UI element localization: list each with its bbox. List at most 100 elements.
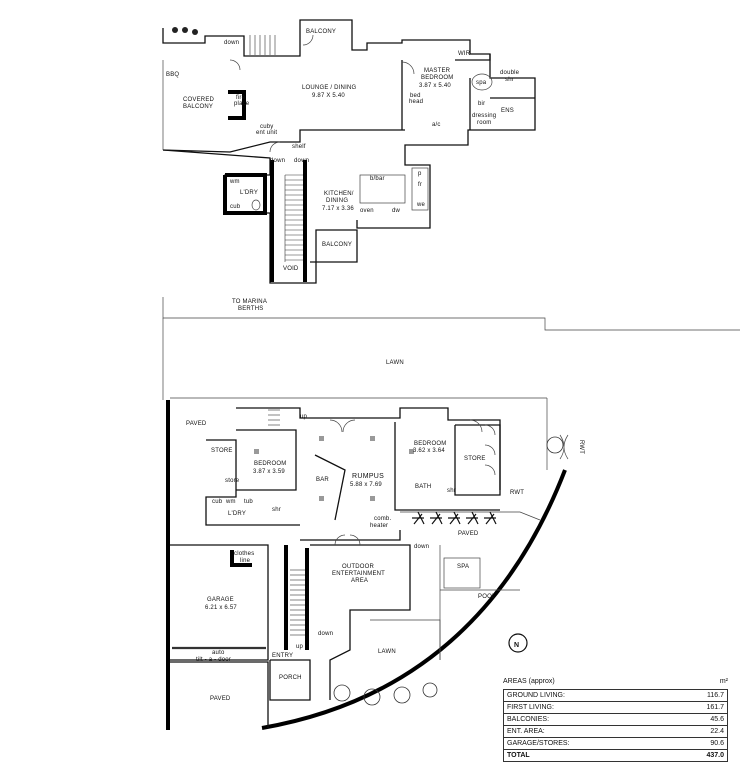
marina-label-2: BERTHS <box>238 306 263 312</box>
oven-label: oven <box>360 208 374 214</box>
door-arc <box>484 444 496 476</box>
areas-row: TOTAL 437.0 <box>504 750 727 761</box>
areas-row-value: 437.0 <box>706 752 724 759</box>
left-bedroom-walls <box>236 429 297 491</box>
upper-outer-wall <box>162 19 536 229</box>
auto-label: auto <box>212 650 225 656</box>
dw-label: dw <box>392 208 401 214</box>
lower-cub-label: cub <box>212 499 223 505</box>
areas-row-value: 45.6 <box>710 716 724 723</box>
north-compass: N <box>508 633 528 653</box>
lounge-label: LOUNGE / DINING <box>302 85 356 91</box>
bedroom-left-dimension: 3.87 x 3.59 <box>253 469 285 475</box>
upper-balcony-bottom-label: BALCONY <box>322 242 352 248</box>
areas-row-label: TOTAL <box>507 752 530 759</box>
bar-counter <box>314 454 346 521</box>
areas-row: BALCONIES:45.6 <box>504 714 727 726</box>
rumpus-label: RUMPUS <box>352 473 384 480</box>
lower-stairs <box>268 409 305 636</box>
master-dimension: 3.87 x 5.40 <box>419 83 451 89</box>
shelf-label: shelf <box>292 144 306 150</box>
bbq-label: BBQ <box>166 72 179 78</box>
door-arc <box>269 141 281 153</box>
entertainment-label: ENTERTAINMENT <box>332 571 385 577</box>
wir-label: WIR <box>458 51 471 57</box>
rwt-right-label: RWT <box>578 440 584 454</box>
comb-heater-label-2: heater <box>370 523 388 529</box>
areas-row-label: GROUND LIVING: <box>507 692 565 699</box>
kitchen-island <box>359 174 406 204</box>
store-right-label: STORE <box>464 456 486 462</box>
clothes-line <box>230 550 252 567</box>
fireplace-walls <box>228 90 246 120</box>
site-boundary-curve <box>166 400 567 730</box>
areas-row-label: GARAGE/STORES: <box>507 740 570 747</box>
tilt-door-label: tilt - a - door <box>196 657 231 663</box>
lower-wm-label: wm <box>225 499 236 505</box>
void-label: VOID <box>283 266 299 272</box>
clothes-line-label: clothes <box>234 551 254 557</box>
pool-label: POOL <box>478 594 496 600</box>
double-door-arc <box>329 419 356 433</box>
bed-head-label-2: head <box>409 99 423 105</box>
store-small-label: store <box>225 478 240 484</box>
covered-balcony-label-2: BALCONY <box>183 104 213 110</box>
fireplace-label-2: place <box>234 101 250 107</box>
house-top-wall <box>236 407 501 490</box>
upper-floor-plan: BALCONY LOUNGE / DINING 9.87 X 5.40 MAST… <box>162 19 536 284</box>
cuby-label: cuby <box>260 124 273 130</box>
spa-tub <box>471 73 493 91</box>
we-label: we <box>416 202 426 208</box>
areas-row-value: 161.7 <box>706 704 724 711</box>
areas-row: ENT. AREA:22.4 <box>504 726 727 738</box>
porch-label: PORCH <box>279 675 302 681</box>
ens-label: ENS <box>501 108 514 114</box>
master-label: MASTER <box>424 68 451 74</box>
garage-dimension: 6.21 x 6.57 <box>205 605 237 611</box>
dressing-label-2: room <box>477 120 491 126</box>
areas-row-label: ENT. AREA: <box>507 728 545 735</box>
gate-arc <box>559 434 569 460</box>
bbar-label: b/bar <box>370 176 385 182</box>
areas-row-label: FIRST LIVING: <box>507 704 554 711</box>
door-arc <box>229 59 241 71</box>
bar-label: BAR <box>316 477 329 483</box>
entry-box <box>269 659 311 701</box>
upper-balcony-top-label: BALCONY <box>306 29 336 35</box>
ac-label: a/c <box>432 122 441 128</box>
palm-plants <box>412 511 497 525</box>
outdoor-door-arc <box>334 534 361 546</box>
upper-down-label-3: down <box>294 158 309 164</box>
upper-cub-label: cub <box>230 204 241 210</box>
bedroom-right-dimension: 3.62 x 3.64 <box>413 448 445 454</box>
lower-shr-label-right: shr <box>447 488 456 494</box>
bath-label: BATH <box>415 484 431 490</box>
upper-down-label-2: down <box>270 158 285 164</box>
comb-heater-label: comb. <box>374 516 391 522</box>
pantry-label: p <box>418 171 422 177</box>
lower-floor-plan: TO MARINA BERTHS LAWN PAVED STORE BEDROO… <box>162 297 740 730</box>
paved-bottom-wall <box>170 661 269 728</box>
areas-title: AREAS (approx) <box>503 678 555 685</box>
upper-laundry-label: L'DRY <box>240 190 258 196</box>
covered-balcony-label: COVERED <box>183 97 215 103</box>
paved-bottom-label: PAVED <box>210 696 231 702</box>
wir-wall <box>455 54 491 61</box>
lounge-dimension: 9.87 X 5.40 <box>312 93 345 99</box>
lower-shr-label-left: shr <box>272 507 281 513</box>
areas-row: GROUND LIVING:116.7 <box>504 690 727 702</box>
upper-down-label-1: down <box>224 40 239 46</box>
spa-lower-label: SPA <box>457 564 469 570</box>
tub-label: tub <box>244 499 253 505</box>
door-arc <box>401 61 415 75</box>
rumpus-fixtures <box>254 436 414 501</box>
master-label-2: BEDROOM <box>421 75 453 81</box>
lawn-bottom-label: LAWN <box>378 649 396 655</box>
spa <box>443 557 481 589</box>
outdoor-label: OUTDOOR <box>342 564 375 570</box>
lawn-bottom-wall <box>370 619 441 660</box>
outdoor-area-wall <box>310 544 411 700</box>
